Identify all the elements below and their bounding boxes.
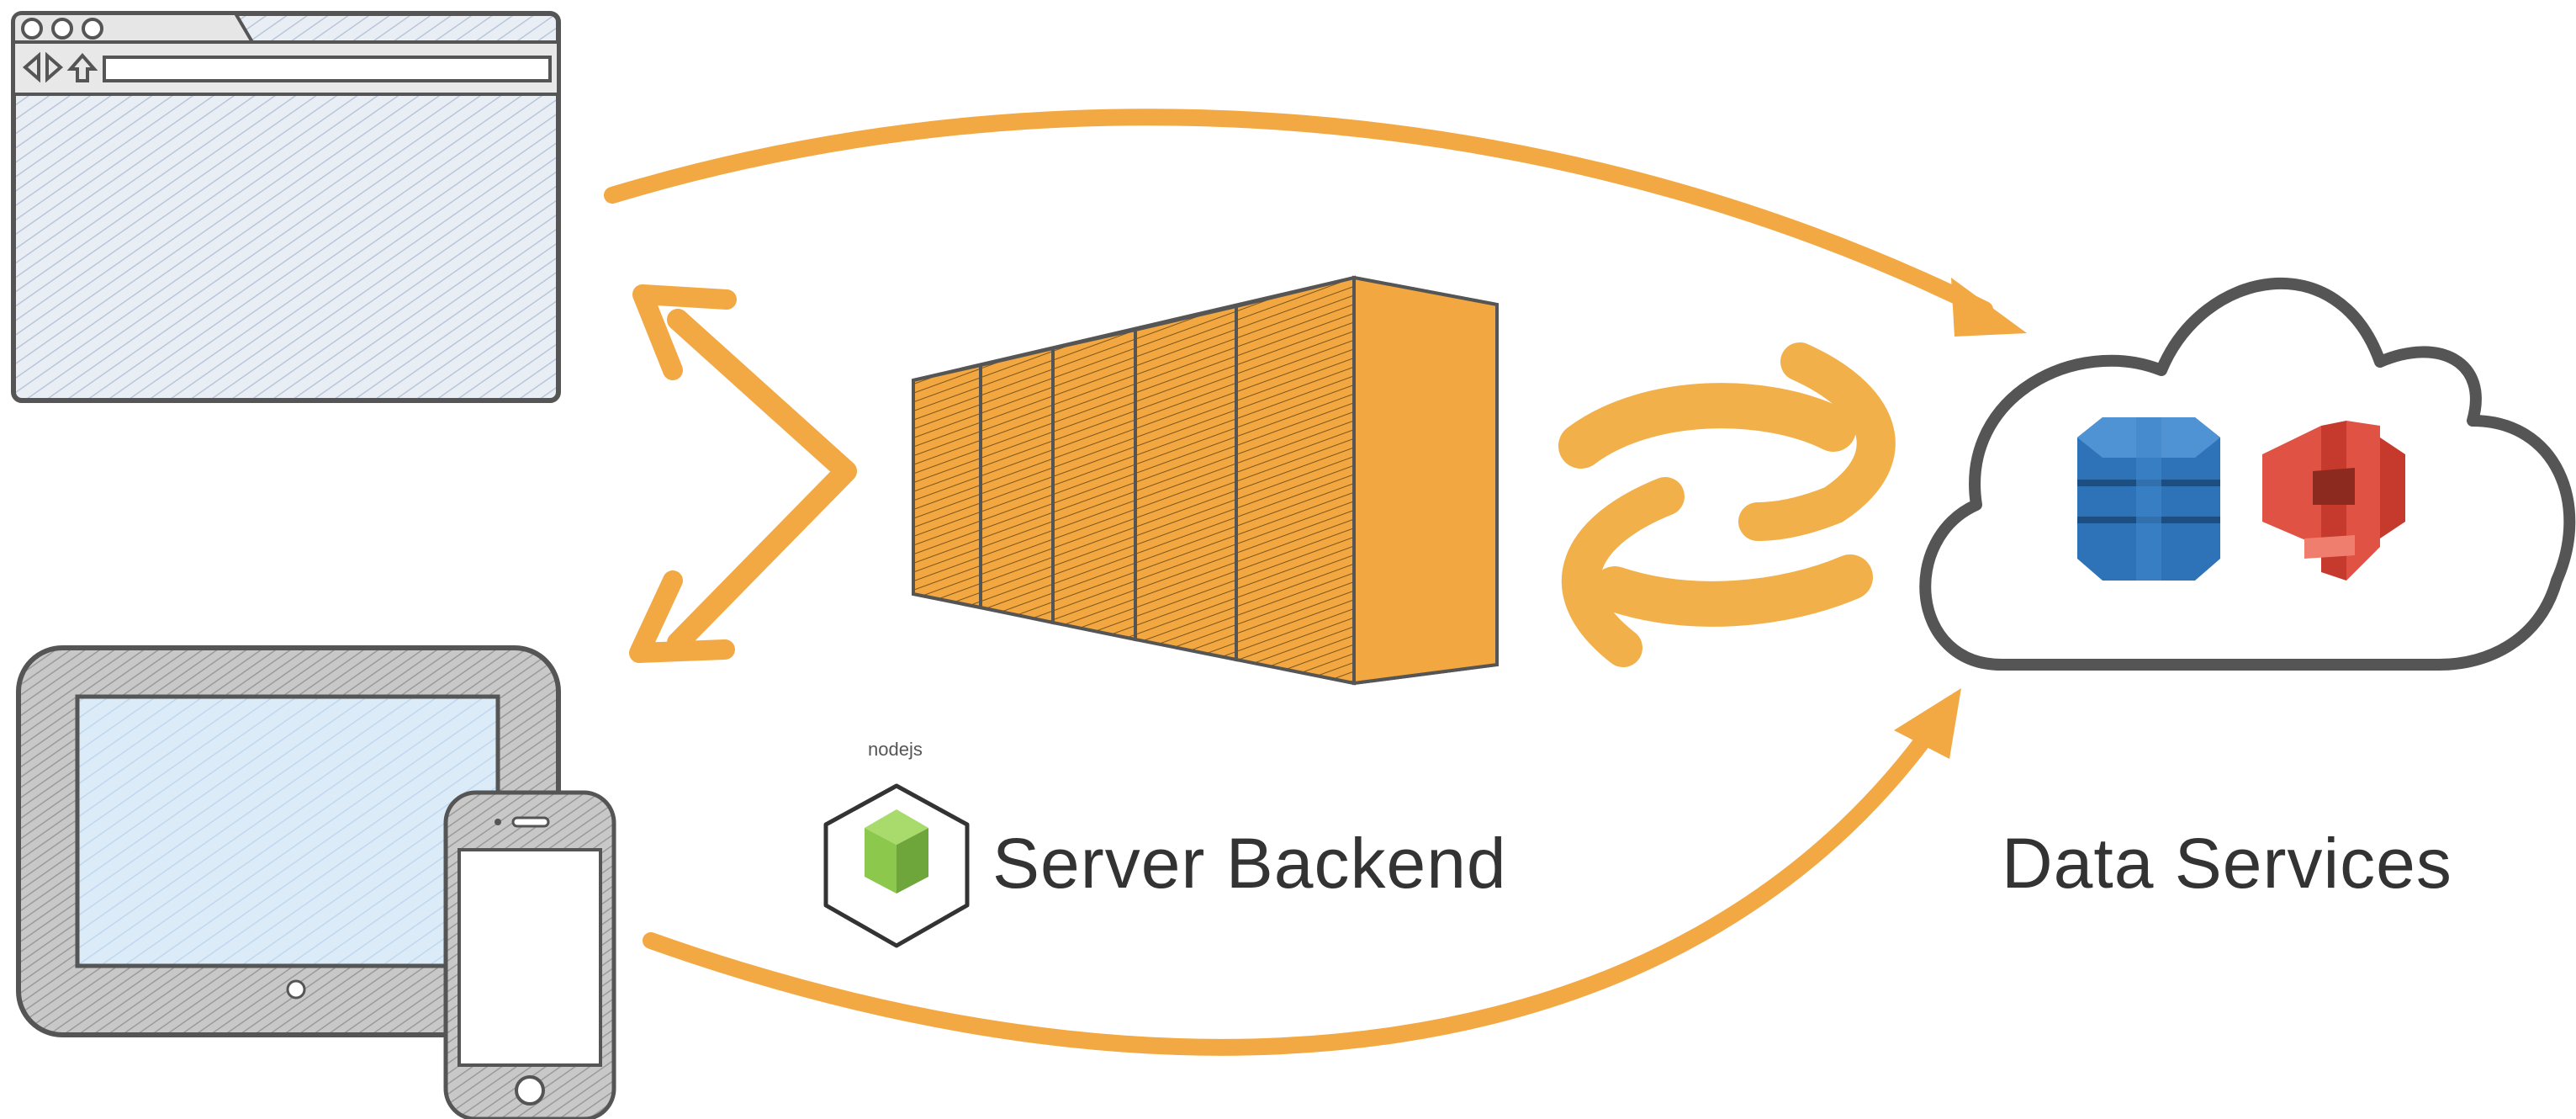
devices-to-data-arrow	[643, 688, 1961, 1056]
server-backend-label: Server Backend	[992, 824, 1507, 903]
phone-icon	[443, 790, 616, 1119]
data-services-label: Data Services	[2002, 824, 2452, 903]
nodejs-icon	[823, 783, 970, 948]
server-rack-icon	[912, 275, 1499, 686]
browser-window-icon	[11, 11, 561, 403]
client-server-arrow	[629, 284, 857, 663]
cloud-icon	[1919, 277, 2576, 671]
storage-bucket-icon	[2262, 421, 2405, 581]
database-icon	[2077, 417, 2220, 581]
sync-arrows-icon	[1558, 342, 1896, 667]
nodejs-caption: nodejs	[868, 739, 923, 760]
browser-to-data-arrow	[604, 109, 2027, 337]
